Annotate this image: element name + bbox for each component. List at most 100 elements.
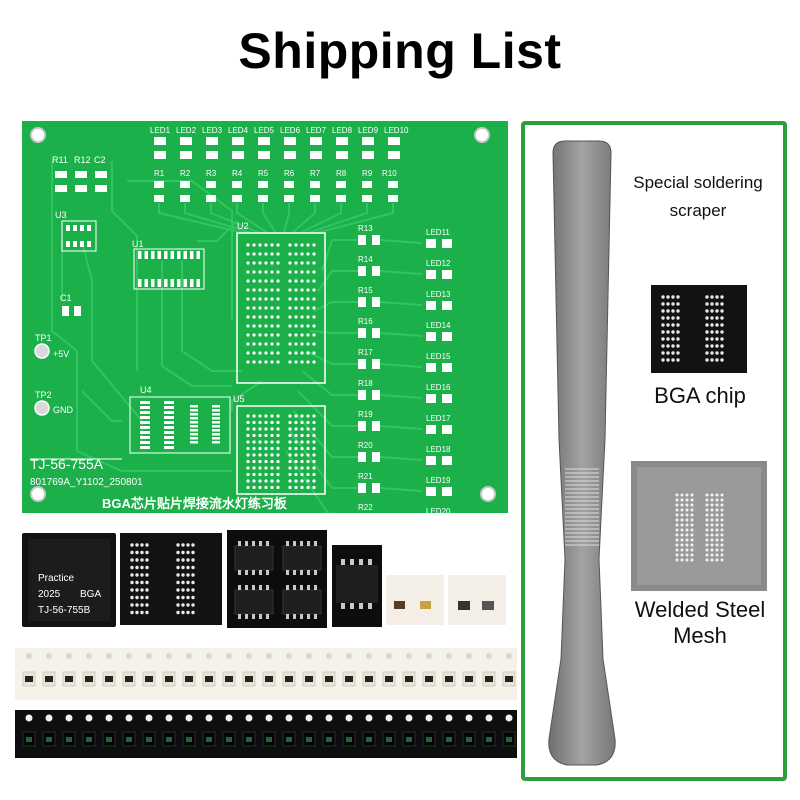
solder-ball <box>666 309 670 313</box>
mesh-hole <box>720 558 724 562</box>
bga-pad <box>252 315 256 319</box>
bga-pad <box>288 297 292 301</box>
sop-pad <box>190 405 198 408</box>
ic-leg <box>307 541 310 546</box>
bga-pad <box>246 459 250 464</box>
mesh-hole <box>710 558 714 562</box>
ic-leg <box>307 614 310 619</box>
led-pad <box>310 137 322 145</box>
r12-label: R12 <box>74 155 91 165</box>
mesh-hole <box>720 543 724 547</box>
solder-ball <box>181 588 185 592</box>
sop-pad <box>212 437 220 440</box>
solder-ball <box>130 610 134 615</box>
solder-ball <box>705 323 709 327</box>
solder-ball <box>186 558 190 562</box>
solder-ball <box>186 595 190 600</box>
bga-pad <box>306 279 310 283</box>
bga-pad <box>312 466 316 470</box>
bga-pad <box>312 297 316 301</box>
mesh-hole <box>705 553 709 557</box>
sprocket-hole <box>446 653 452 659</box>
ic-leg <box>359 559 363 565</box>
sop-pad <box>177 279 181 287</box>
bga-pad <box>276 324 280 328</box>
sop-pad <box>140 441 150 444</box>
bga-pad <box>270 261 274 265</box>
right-resistor-pad <box>358 359 366 369</box>
sprocket-hole <box>345 714 353 722</box>
board-serial: 801769A_Y1102_250801 <box>30 477 143 488</box>
solder-ball <box>130 543 134 547</box>
bga-pad <box>306 360 310 364</box>
sop-pad <box>140 431 150 434</box>
led-trace <box>262 203 277 234</box>
bga-pad <box>288 243 292 247</box>
u3-footprint <box>61 220 97 252</box>
top-led-label: LED3 <box>202 126 223 135</box>
sop-pad <box>164 411 174 414</box>
sop-pad <box>164 441 174 444</box>
bga-pad <box>288 440 292 444</box>
sop-pad <box>196 251 200 259</box>
ic-leg <box>245 614 248 619</box>
mesh-hole <box>675 513 679 517</box>
bga-pad <box>276 333 280 337</box>
bga-pad <box>270 466 274 470</box>
solder-ball <box>181 550 185 555</box>
sprocket-hole <box>66 653 72 659</box>
bga-pad <box>252 466 256 470</box>
mesh-hole <box>710 493 714 497</box>
resistor-pad <box>154 195 164 202</box>
sop-pad <box>190 425 198 428</box>
solder-ball <box>720 302 724 306</box>
mesh-hole <box>715 498 719 502</box>
smd-led <box>426 737 432 742</box>
solder-ball <box>671 337 675 341</box>
bga-pad <box>300 440 304 444</box>
smd-led <box>206 737 212 742</box>
sop-pad <box>140 426 150 429</box>
ic-leg <box>368 559 372 565</box>
led-pad <box>206 151 218 159</box>
bga-pad <box>276 466 280 470</box>
bga-pad <box>258 252 262 256</box>
bga-pad <box>300 446 304 451</box>
mesh-hole <box>675 508 679 512</box>
bga-pad <box>264 351 268 355</box>
ic-leg <box>341 603 345 609</box>
sprocket-hole <box>466 653 472 659</box>
top-resistor-label: R2 <box>180 169 191 178</box>
smd-resistor <box>205 676 213 682</box>
bga-pad <box>252 414 256 418</box>
sprocket-hole <box>365 714 373 722</box>
solder-ball <box>671 323 675 327</box>
bga-pad <box>288 446 292 451</box>
solder-ball <box>705 302 709 306</box>
smd-led <box>226 737 232 742</box>
mesh-hole <box>680 493 684 497</box>
solder-ball <box>186 565 190 570</box>
smd-led <box>166 737 172 742</box>
led-pad <box>284 137 296 145</box>
sop-pad <box>164 431 174 434</box>
top-resistor-label: R5 <box>258 169 269 178</box>
solder-ball <box>176 558 180 562</box>
bga-pad <box>306 414 310 418</box>
bga-pad <box>246 315 250 319</box>
bga-pad <box>306 333 310 337</box>
bga-pad <box>300 453 304 457</box>
sop-pad <box>73 225 77 231</box>
bga-pad <box>294 360 298 364</box>
mesh-hole <box>715 528 719 532</box>
right-trace <box>379 394 423 399</box>
bga-pad <box>264 315 268 319</box>
bga-pad <box>312 472 316 477</box>
top-led-label: LED4 <box>228 126 249 135</box>
ic-leg <box>238 585 241 590</box>
bga-pad <box>306 485 310 490</box>
bga-pad <box>288 479 292 483</box>
resistor-pad <box>310 195 320 202</box>
ic-leg <box>300 585 303 590</box>
solder-ball <box>191 595 195 600</box>
